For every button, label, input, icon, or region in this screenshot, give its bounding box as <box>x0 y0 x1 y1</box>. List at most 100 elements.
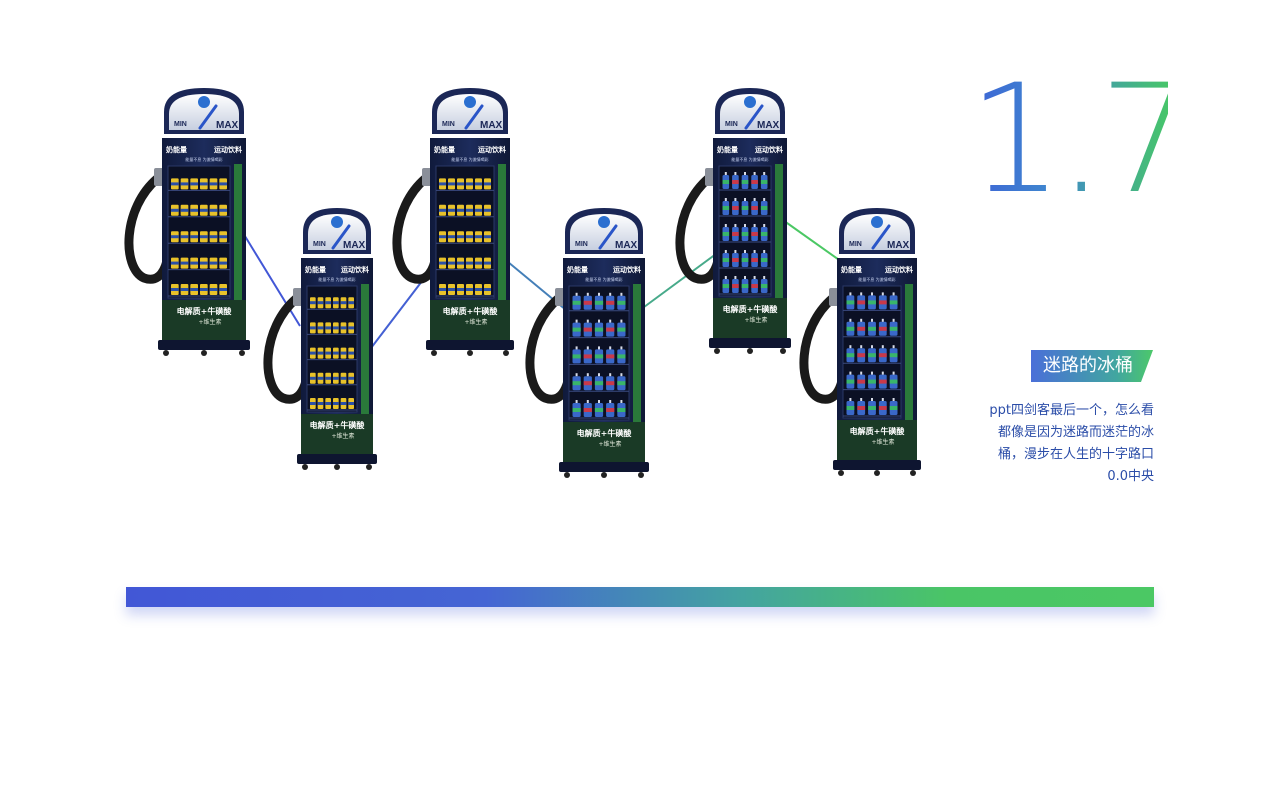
can-label <box>219 182 227 186</box>
bottle-label <box>741 232 749 236</box>
bottle-label <box>583 381 592 386</box>
bottle-label <box>572 354 581 359</box>
gauge-max-label: MAX <box>615 240 638 251</box>
bottle-cap <box>860 318 863 322</box>
bottle-cap <box>753 172 756 175</box>
brand-logo <box>598 216 610 228</box>
bottle-label <box>572 408 581 412</box>
connector-line <box>239 227 301 327</box>
can-label <box>439 208 446 212</box>
bottom-sub-text: +维生素 <box>871 438 894 446</box>
bottle-label <box>617 408 626 412</box>
description-line: 桶，漫步在人生的十字路口 <box>997 447 1154 462</box>
can-label <box>209 208 218 212</box>
bottle-cap <box>575 319 578 323</box>
can-label <box>200 288 208 291</box>
bottle-cap <box>744 224 746 227</box>
brand-logo <box>198 96 210 108</box>
bottle-label <box>751 206 758 210</box>
bottle-cap <box>575 292 578 296</box>
bottle-cap <box>598 292 600 296</box>
bottom-sub-text: +维生素 <box>331 432 354 440</box>
bottle-label <box>722 284 730 288</box>
bottom-panel <box>713 298 787 338</box>
bottle-label <box>846 353 855 358</box>
can-label <box>219 235 227 239</box>
can-label <box>190 182 198 186</box>
can-label <box>200 261 208 265</box>
tagline-text: 能量不息 为激情喝彩 <box>585 276 622 282</box>
can-label <box>348 301 354 305</box>
gauge-max-label: MAX <box>887 240 910 251</box>
brand-right-text: 运动饮料 <box>341 265 369 274</box>
gauge-face <box>720 94 780 130</box>
can-label <box>310 402 316 405</box>
bottle-cap <box>753 276 756 279</box>
bottom-panel <box>430 300 510 340</box>
bottle-cap <box>620 373 623 377</box>
gauge-min-label: MIN <box>174 121 187 128</box>
bottle-label <box>732 180 739 184</box>
brand-left-text: 奶能量 <box>717 145 738 154</box>
wheel <box>201 350 207 356</box>
bottle-cap <box>753 198 756 201</box>
bottle-label <box>868 353 876 358</box>
bottle-cap <box>892 318 895 322</box>
bottle-label <box>868 379 876 384</box>
bottle-cap <box>598 346 600 350</box>
wheel <box>780 348 786 354</box>
brand-right-text: 运动饮料 <box>214 145 242 154</box>
bottle-label <box>606 300 615 305</box>
bottom-main-text: 电解质+牛磺酸 <box>577 428 633 438</box>
bottle-label <box>868 300 876 305</box>
bottle-cap <box>734 276 737 279</box>
bottle-cap <box>849 398 852 401</box>
bottle-cap <box>744 250 746 253</box>
bottom-main-text: 电解质+牛磺酸 <box>310 420 366 430</box>
bottle-label <box>722 232 730 236</box>
can-label <box>475 208 482 212</box>
can-label <box>466 208 473 212</box>
bottle-label <box>751 232 758 236</box>
bottle-cap <box>724 224 727 227</box>
can-label <box>448 182 455 186</box>
can-label <box>484 182 491 186</box>
tagline-text: 能量不息 为激情喝彩 <box>318 276 355 282</box>
can-label <box>171 182 179 186</box>
bottle-cap <box>763 172 766 175</box>
wheel <box>366 464 372 470</box>
gauge-face <box>844 214 910 250</box>
bottom-panel <box>162 300 246 340</box>
bottle-cap <box>734 224 737 227</box>
gauge-min-label: MIN <box>849 241 862 248</box>
bottle-label <box>572 300 581 305</box>
bottle-label <box>751 180 758 184</box>
bottle-label <box>732 206 739 210</box>
bottle-cap <box>753 224 756 227</box>
bottle-label <box>760 258 768 262</box>
can-label <box>439 261 446 265</box>
bottom-main-text: 电解质+牛磺酸 <box>177 306 233 316</box>
bottle-label <box>878 300 887 305</box>
gauge-face <box>437 94 503 130</box>
bottle-cap <box>575 346 578 350</box>
wheel <box>747 348 753 354</box>
can-label <box>325 376 331 380</box>
bottle-label <box>889 300 898 305</box>
can-label <box>333 402 339 405</box>
gauge-needle <box>464 104 484 130</box>
can-label <box>475 288 482 291</box>
bottom-panel <box>301 414 373 454</box>
bottom-sub-text: +维生素 <box>198 318 221 326</box>
bottle-label <box>751 258 758 262</box>
tagline-text: 能量不息 为激情喝彩 <box>858 276 895 282</box>
wheel <box>302 464 308 470</box>
can-label <box>340 376 347 380</box>
fridge-base <box>833 460 921 470</box>
bottle-cap <box>598 400 600 403</box>
can-label <box>200 208 208 212</box>
bottle-label <box>741 180 749 184</box>
bottle-cap <box>620 400 623 403</box>
